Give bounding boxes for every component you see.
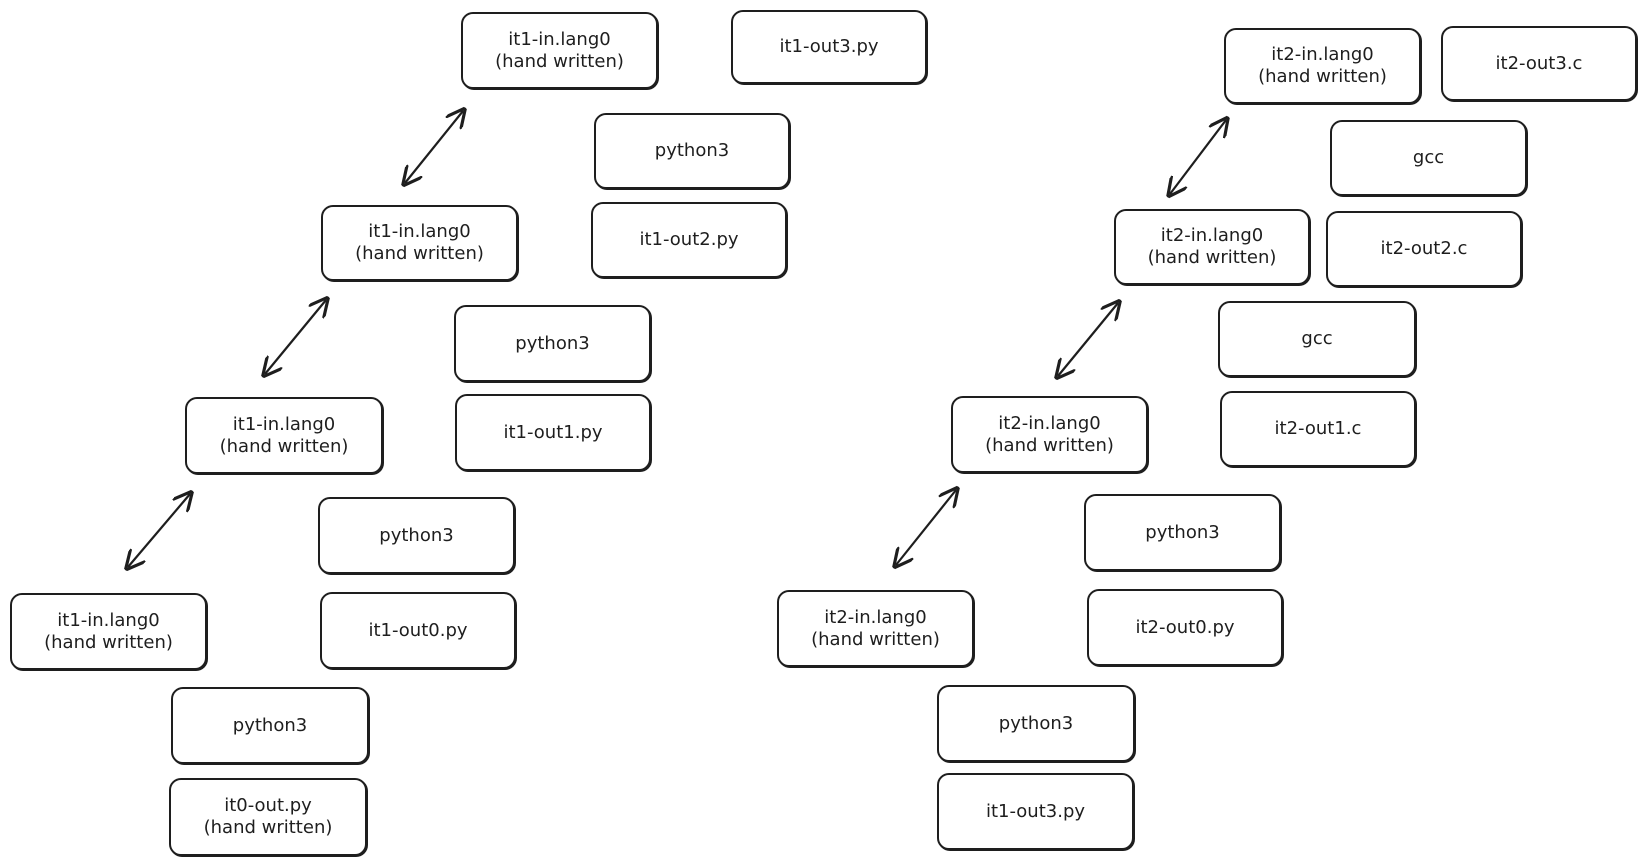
node-it2-out2-c[interactable]: it2-out2.c [1326,211,1522,287]
node-line1: it1-in.lang0 [57,609,160,631]
node-it1-out3-py[interactable]: it1-out3.py [937,773,1134,850]
node-it1-in-lang0-top[interactable]: it1-in.lang0 (hand written) [461,12,658,89]
node-line2: (hand written) [985,434,1114,456]
node-line1: it2-out2.c [1380,238,1468,259]
node-it0-out-py[interactable]: it0-out.py (hand written) [169,778,367,856]
node-line1: python3 [379,524,454,546]
node-it1-in-lang0[interactable]: it1-in.lang0 (hand written) [185,397,383,474]
node-line1: it1-in.lang0 [368,221,471,242]
node-line2: (hand written) [355,243,484,264]
node-python3[interactable]: python3 [937,685,1135,762]
node-it1-out0-py[interactable]: it1-out0.py [320,592,516,669]
node-it1-in-lang0-bottom[interactable]: it1-in.lang0 (hand written) [10,593,207,670]
node-python3[interactable]: python3 [171,687,369,764]
node-line1: it2-out0.py [1135,616,1235,638]
node-line1: python3 [232,714,308,736]
node-it1-out3-py[interactable]: it1-out3.py [731,10,927,84]
node-line1: python3 [1145,521,1220,543]
node-line1: it2-in.lang0 [1160,225,1264,246]
node-line2: (hand written) [44,631,173,653]
double-arrow [896,490,956,565]
node-line1: it2-out3.c [1495,52,1583,74]
node-line1: gcc [1301,328,1333,349]
double-arrow [1058,303,1118,376]
node-line1: it2-in.lang0 [824,606,927,628]
node-line2: (hand written) [495,50,624,72]
double-arrow [1170,120,1226,194]
node-line1: it1-out0.py [368,619,468,641]
node-it2-out1-c[interactable]: it2-out1.c [1220,391,1416,467]
node-it1-in-lang0[interactable]: it1-in.lang0 (hand written) [321,205,518,281]
node-line1: it2-out1.c [1274,418,1362,439]
node-it2-in-lang0[interactable]: it2-in.lang0 (hand written) [1114,209,1310,285]
node-line1: it1-out3.py [985,800,1086,822]
node-line2: (hand written) [1258,66,1387,87]
node-python3[interactable]: python3 [318,497,515,574]
node-it2-in-lang0[interactable]: it2-in.lang0 (hand written) [951,396,1148,473]
node-line2: (hand written) [219,435,349,457]
node-gcc[interactable]: gcc [1330,120,1527,196]
node-line1: it1-in.lang0 [508,28,611,50]
node-line1: it1-out3.py [779,36,879,57]
node-python3[interactable]: python3 [594,113,790,189]
node-it2-out0-py[interactable]: it2-out0.py [1087,589,1283,666]
node-it1-out2-py[interactable]: it1-out2.py [591,202,787,278]
node-line1: python3 [515,332,590,354]
node-it1-out1-py[interactable]: it1-out1.py [455,394,651,471]
node-line2: (hand written) [203,817,333,838]
double-arrow [128,494,190,567]
node-line1: it2-in.lang0 [1271,44,1374,65]
node-line2: (hand written) [811,628,940,650]
node-line1: python3 [654,140,730,161]
node-python3[interactable]: python3 [1084,494,1281,571]
node-it2-in-lang0-bottom[interactable]: it2-in.lang0 (hand written) [777,590,974,667]
node-line1: it0-out.py [224,795,312,816]
node-python3[interactable]: python3 [454,305,651,382]
node-line1: it1-out1.py [503,421,603,443]
node-line1: it1-out2.py [639,229,739,250]
node-line2: (hand written) [1147,247,1277,268]
node-line1: it2-in.lang0 [998,412,1101,434]
double-arrow [405,111,463,183]
double-arrow [265,300,326,374]
node-gcc[interactable]: gcc [1218,301,1416,377]
node-line1: python3 [998,712,1074,734]
node-it2-in-lang0-top[interactable]: it2-in.lang0 (hand written) [1224,28,1421,104]
node-line1: gcc [1412,147,1445,168]
node-line1: it1-in.lang0 [232,413,336,435]
node-it2-out3-c[interactable]: it2-out3.c [1441,26,1637,101]
